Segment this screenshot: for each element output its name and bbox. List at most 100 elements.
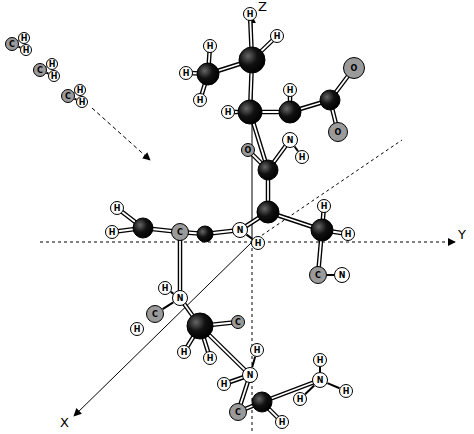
atom-symbol: H [21, 34, 28, 43]
atom-ball: N [334, 267, 350, 283]
atom-symbol: N [237, 226, 244, 235]
atom-symbol: C [9, 40, 15, 49]
atom-symbol: C [65, 92, 71, 101]
atom-ball: C [61, 89, 75, 103]
atom-ball: H [339, 384, 353, 398]
atom-symbol: H [297, 395, 304, 404]
atom-symbol: H [274, 32, 281, 41]
atom-ball: N [172, 290, 188, 306]
atom-ball: H [48, 70, 60, 82]
atom-ball: H [20, 44, 32, 56]
atom-ball: H [193, 93, 207, 107]
atom-ball: C [33, 63, 47, 77]
atom-symbol: H [221, 380, 228, 389]
atom-symbol: H [299, 153, 306, 162]
atom-ball: H [221, 105, 235, 119]
bond-line [252, 357, 255, 368]
atom-ball: O [328, 122, 348, 142]
atom-symbol: H [134, 325, 141, 334]
bond-line [305, 386, 314, 395]
atom-ball: H [283, 83, 297, 97]
axis-label: X [60, 416, 69, 430]
atom-ball: H [130, 322, 144, 336]
atom-ball: H [177, 345, 191, 359]
atom-ball: H [74, 84, 86, 96]
atom-symbol: H [255, 239, 262, 248]
axis-label: Y [458, 228, 466, 242]
atom-symbol: O [245, 146, 252, 155]
atom-ball: H [46, 58, 58, 70]
atom-ball: H [76, 96, 88, 108]
atom-symbol: H [343, 387, 350, 396]
atom-symbol: H [287, 86, 294, 95]
axis-label: Z [258, 0, 267, 14]
atom-ball: H [203, 351, 217, 365]
atom-symbol: H [321, 202, 328, 211]
atom-ball: H [158, 281, 172, 295]
bond-line [327, 274, 334, 276]
atom-symbol: H [162, 284, 169, 293]
atom-ball: H [105, 225, 119, 239]
bond-line [327, 383, 339, 388]
atom-ball: C [231, 315, 245, 329]
atom-ball: N [312, 372, 328, 388]
atom-ball: H [250, 343, 264, 357]
atom-ball: H [313, 353, 327, 367]
atom-symbol: N [287, 136, 294, 145]
atom-symbol: H [317, 356, 324, 365]
atom-symbol: N [177, 294, 184, 303]
atom-symbol: C [235, 318, 241, 327]
atom-ball: H [179, 66, 193, 80]
atom-symbol: C [235, 408, 241, 417]
atom-symbol: H [197, 96, 204, 105]
atom-symbol: N [247, 371, 254, 380]
atom-symbol: H [254, 346, 261, 355]
atom-symbol: H [109, 228, 116, 237]
atom-ball: O [343, 57, 365, 79]
atom-symbol: H [51, 72, 58, 81]
atom-symbol: H [247, 10, 254, 19]
atom-symbol: H [181, 348, 188, 357]
atom-symbol: H [225, 108, 232, 117]
atom-symbol: O [335, 128, 342, 137]
atom-symbol: H [279, 418, 286, 427]
atom-symbol: H [49, 60, 56, 69]
atom-symbol: H [345, 230, 352, 239]
atom-symbol: H [207, 42, 214, 51]
atom-symbol: C [37, 66, 43, 75]
atom-ball: N [282, 132, 298, 148]
bond-line [163, 302, 174, 309]
atom-ball: H [341, 227, 355, 241]
atom-ball: H [293, 392, 307, 406]
atom-ball: H [18, 32, 30, 44]
atom-symbol: H [183, 69, 190, 78]
atom-ball: N [232, 222, 248, 238]
atom-ball: H [270, 29, 284, 43]
atom-ball: H [275, 415, 289, 429]
atom-ball: H [217, 377, 231, 391]
atom-ball: C [309, 266, 327, 284]
atom-ball: O [241, 143, 255, 157]
atom-symbol: H [77, 86, 84, 95]
atom-symbol: O [351, 64, 358, 73]
bonds [112, 14, 354, 422]
atom-ball: H [251, 236, 265, 250]
atom-ball: C [171, 223, 189, 241]
atom-symbol: H [207, 354, 214, 363]
axes [40, 16, 455, 432]
atom-ball: H [317, 199, 331, 213]
atom-ball: N [242, 367, 258, 383]
atom-ball: H [110, 201, 124, 215]
atom-symbol: C [177, 228, 183, 237]
atom-ball: H [203, 39, 217, 53]
bond-highlight [112, 14, 354, 422]
atom-symbol: C [315, 271, 321, 280]
atom-symbol: N [339, 271, 346, 280]
atom-symbol: N [317, 376, 324, 385]
atom-symbol: C [152, 310, 158, 319]
atom-symbol: H [79, 98, 86, 107]
atom-ball: H [295, 150, 309, 164]
atom-ball: H [243, 7, 257, 21]
